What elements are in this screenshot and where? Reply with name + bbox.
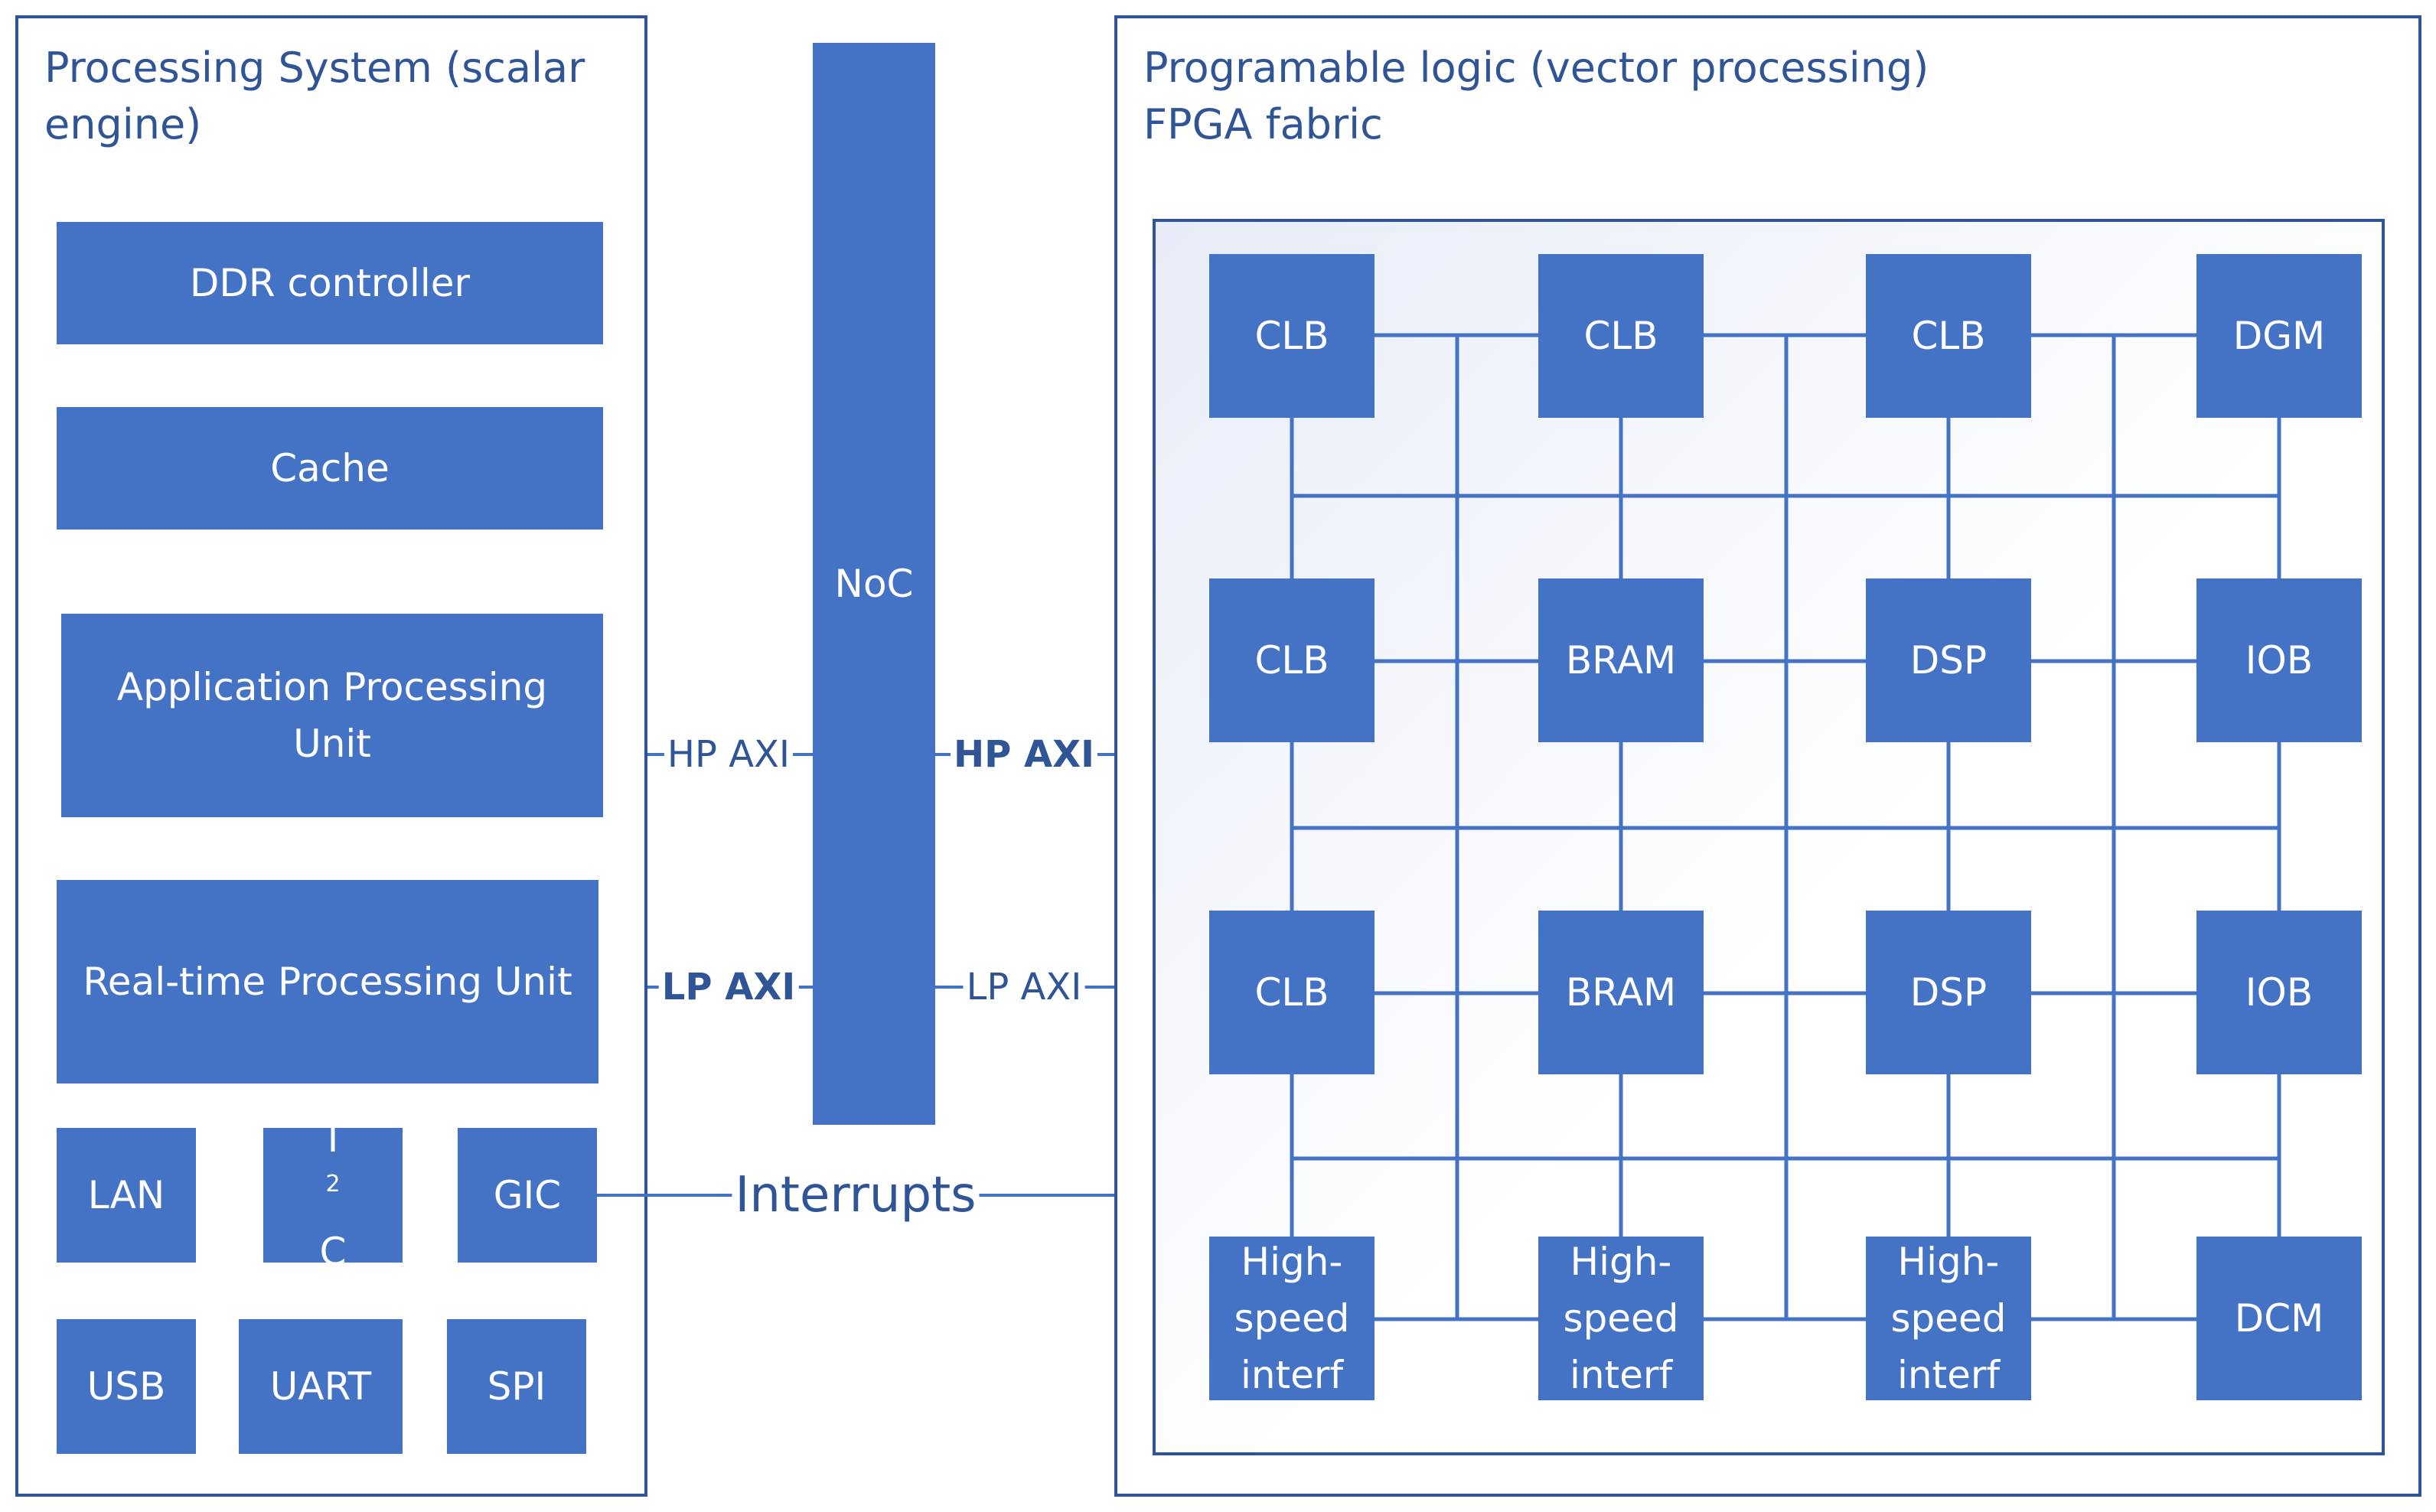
spi-label: SPI [487,1364,546,1409]
processing-system-title-line2: engine) [44,100,202,148]
fpga-block-label: CLB [1911,314,1986,358]
fpga-block-r3c3: DSP [1866,911,2031,1074]
real-time-processing-unit-block: Real-time Processing Unit [57,880,598,1083]
interrupts-label: Interrupts [732,1166,980,1224]
fpga-block-label: IOB [2245,970,2314,1015]
gic-label: GIC [493,1173,562,1217]
lp-axi-right-label: LP AXI [963,964,1085,1010]
fpga-block-r1c4: DGM [2196,254,2362,418]
i2c-superscript: 2 [325,1171,341,1198]
application-processing-unit-block: Application Processing Unit [61,614,603,817]
fpga-block-label: CLB [1254,970,1329,1015]
hs-label-line2: speed [1890,1296,2007,1341]
fpga-block-r2c3: DSP [1866,578,2031,742]
hs-label-line3: interf [1240,1353,1344,1397]
hs-label-line1: High- [1897,1240,2000,1284]
fpga-block-r3c1: CLB [1209,911,1375,1074]
apu-label-line1: Application Processing [116,665,548,709]
fpga-block-r1c3: CLB [1866,254,2031,418]
fpga-block-label: CLB [1254,638,1329,683]
fpga-block-label: DSP [1909,970,1988,1015]
usb-block: USB [57,1319,196,1454]
hs-label-line3: interf [1896,1353,2001,1397]
dcm-block: DCM [2196,1237,2362,1400]
high-speed-interface-block-3: High- speed interf [1866,1237,2031,1400]
ddr-controller-label: DDR controller [189,261,471,305]
cache-block: Cache [57,407,603,530]
cache-label: Cache [270,446,390,490]
fpga-block-r2c4: IOB [2196,578,2362,742]
lan-block: LAN [57,1128,196,1263]
fpga-block-r1c2: CLB [1538,254,1704,418]
i2c-suffix: C [319,1230,347,1274]
high-speed-interface-block-2: High- speed interf [1538,1237,1704,1400]
usb-label: USB [86,1364,166,1409]
programmable-logic-title: Programable logic (vector processing) FP… [1143,40,1929,153]
gic-block: GIC [458,1128,597,1263]
fpga-block-label: IOB [2245,638,2314,683]
noc-block: NoC [813,43,935,1125]
programmable-logic-title-line2: FPGA fabric [1143,100,1383,148]
noc-label: NoC [834,562,914,606]
rpu-label: Real-time Processing Unit [83,960,572,1004]
uart-label: UART [269,1364,372,1409]
fpga-block-label: DGM [2232,314,2326,358]
fpga-block-label: CLB [1583,314,1658,358]
hs-label-line1: High- [1570,1240,1672,1284]
hs-label-line3: interf [1569,1353,1673,1397]
fpga-block-label: CLB [1254,314,1329,358]
i2c-prefix: I [327,1116,339,1161]
lp-axi-left-label: LP AXI [658,964,799,1010]
hs-label-line2: speed [1234,1296,1350,1341]
hp-axi-left-label: HP AXI [664,732,794,777]
programmable-logic-panel [1114,15,2421,1497]
fpga-block-r2c1: CLB [1209,578,1375,742]
fpga-block-r3c4: IOB [2196,911,2362,1074]
lan-label: LAN [87,1173,165,1217]
programmable-logic-title-line1: Programable logic (vector processing) [1143,44,1929,92]
fpga-block-r1c1: CLB [1209,254,1375,418]
fpga-block-label: BRAM [1565,970,1677,1015]
processing-system-title: Processing System (scalar engine) [44,40,585,153]
fpga-block-label: DSP [1909,638,1988,683]
spi-block: SPI [447,1319,586,1454]
processing-system-title-line1: Processing System (scalar [44,44,585,92]
fpga-block-r2c2: BRAM [1538,578,1704,742]
ddr-controller-block: DDR controller [57,222,603,344]
fpga-block-r3c2: BRAM [1538,911,1704,1074]
dcm-label: DCM [2234,1296,2324,1341]
hs-label-line2: speed [1563,1296,1679,1341]
hp-axi-right-label: HP AXI [950,732,1098,777]
fpga-block-label: BRAM [1565,638,1677,683]
hs-label-line1: High- [1241,1240,1343,1284]
high-speed-interface-block-1: High- speed interf [1209,1237,1375,1400]
uart-block: UART [239,1319,403,1454]
apu-label-line2: Unit [293,722,371,766]
